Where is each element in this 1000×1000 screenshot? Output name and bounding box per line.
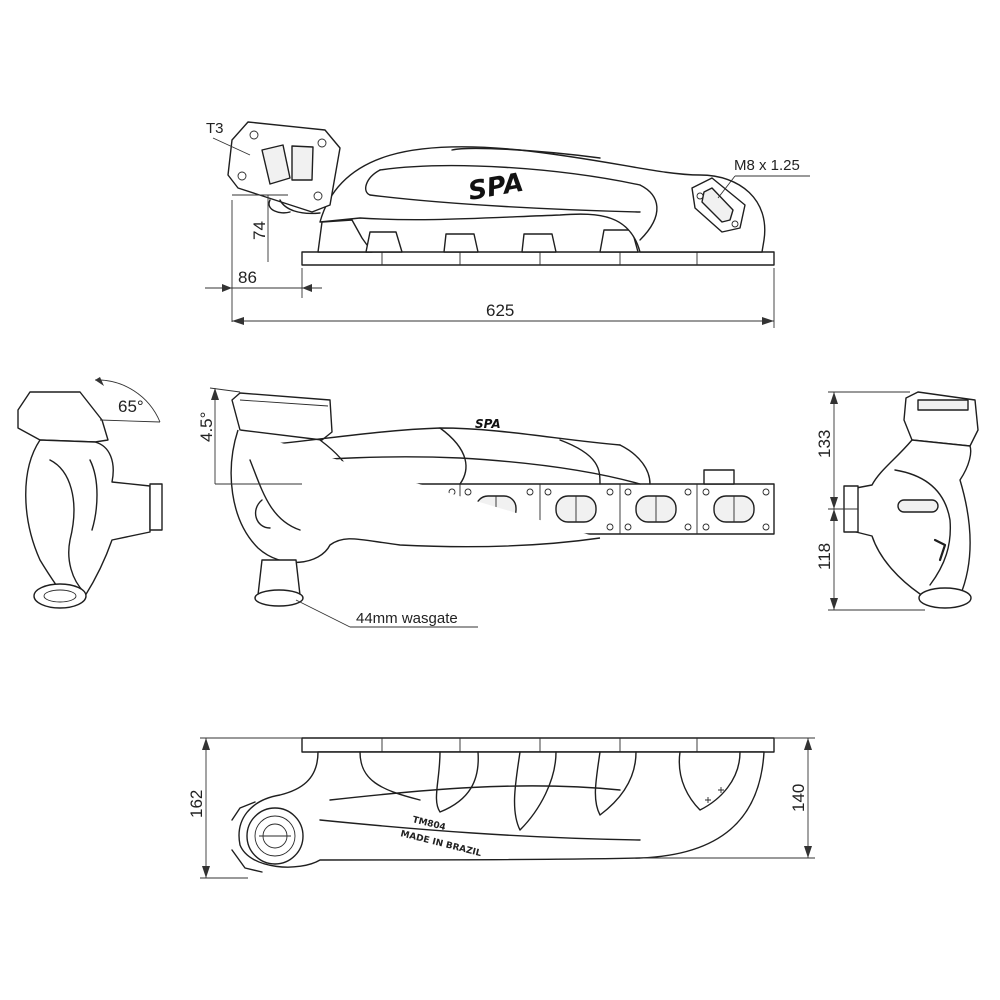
t3-label: T3 <box>206 120 224 137</box>
dim-133: 133 <box>815 430 834 458</box>
dim-140: 140 <box>789 784 808 812</box>
dim-162: 162 <box>187 790 206 818</box>
wastegate-label: 44mm wasgate <box>356 610 458 627</box>
right-view-body <box>855 439 972 597</box>
left-view-flange-edge <box>149 483 163 531</box>
right-side-view: 133 118 <box>815 391 979 611</box>
front-view-collector <box>230 429 601 563</box>
angle-4-5-label: 4.5° <box>197 412 216 442</box>
top-view-collector-body <box>319 146 766 253</box>
left-side-view: 65° <box>17 377 163 609</box>
front-view: SPA 4.5° 44mm wasgate <box>197 387 775 628</box>
dim-625: 625 <box>486 301 514 320</box>
dim-86: 86 <box>238 268 257 287</box>
bottom-view-collector-body <box>238 751 765 868</box>
bottom-view: MADE IN BRAZIL TM804 162 140 <box>187 737 815 879</box>
right-view-wastegate-outlet <box>918 587 972 609</box>
dim-74: 74 <box>250 221 269 240</box>
angle-65-label: 65° <box>118 397 144 416</box>
o2-sensor-boss <box>703 469 735 485</box>
bottom-view-base-flange <box>301 737 775 753</box>
front-view-brand-logo: SPA <box>475 417 501 431</box>
top-view: SPA T3 M8 x 1.25 74 86 625 <box>205 120 810 328</box>
left-view-wastegate-outlet <box>33 583 87 609</box>
dim-118: 118 <box>815 543 834 570</box>
left-view-body <box>25 439 151 597</box>
m8-label: M8 x 1.25 <box>734 157 800 174</box>
top-view-base-flange <box>301 251 775 266</box>
left-view-turbo-flange <box>17 391 109 443</box>
